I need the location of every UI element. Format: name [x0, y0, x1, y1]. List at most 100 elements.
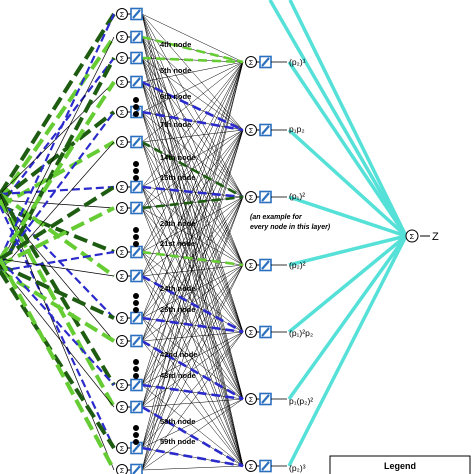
- node-label-42nd: 42nd node: [160, 350, 198, 359]
- sigma-glyph: Σ: [120, 12, 125, 19]
- hidden-connection-line-10-0: [141, 61, 244, 319]
- sigma-glyph: Σ: [249, 60, 254, 67]
- hidden-connection-line-7-0: [141, 61, 244, 209]
- hidden-to-second-connection-lines: [141, 13, 244, 471]
- input-connection-line-17: [0, 36, 115, 266]
- sigma-glyph: Σ: [249, 195, 254, 202]
- sigma-glyph: Σ: [249, 397, 254, 404]
- hidden-neuron-8: Σ: [116, 245, 143, 259]
- ellipsis-dot: [133, 300, 139, 306]
- input-connection-line-1: [0, 35, 116, 202]
- hidden-connection-line-14-1: [141, 129, 244, 449]
- ellipsis-dot: [133, 241, 139, 247]
- hidden-connection-line-14-5: [141, 398, 244, 449]
- ellipsis-dot: [133, 373, 139, 379]
- hidden-connection-line-15-6: [141, 465, 244, 471]
- hidden-neuron-10: Σ: [116, 311, 143, 325]
- output-connection-line-top-0: [288, 0, 408, 237]
- second-to-output-connection-lines: [268, 0, 408, 467]
- hidden-accent-line-4: [141, 195, 244, 210]
- annotation-line-2: every node in this layer): [250, 224, 331, 231]
- ellipsis-dot: [133, 168, 139, 174]
- output-label-p1sq-p2: (p₁)²p₂: [289, 328, 313, 338]
- activation-slope: [132, 402, 141, 412]
- hidden-neuron-2: Σ: [116, 51, 143, 65]
- hidden-connection-line-2-2: [141, 57, 244, 198]
- activation-slope: [261, 260, 270, 270]
- vertical-ellipsis-icon: [133, 359, 139, 379]
- ellipsis-dot: [133, 307, 139, 313]
- hidden-connection-line-12-4: [141, 331, 244, 386]
- hidden-accent-line-0: [141, 80, 244, 132]
- hidden-connection-line-9-3: [141, 264, 244, 277]
- sigma-glyph: Σ: [249, 263, 254, 270]
- node-label-7th: 7th node: [160, 120, 191, 129]
- input-connection-line-18: [0, 57, 116, 272]
- output-label-p2-squared: (p₂)²: [289, 260, 306, 270]
- hidden-neuron-11: Σ: [116, 334, 143, 348]
- output-connection-line-6: [287, 235, 408, 467]
- hidden-connection-line-3-2: [141, 81, 244, 198]
- activation-slope: [132, 313, 141, 323]
- activation-slope: [261, 394, 270, 404]
- hidden-connection-line-15-3: [141, 264, 244, 471]
- hidden-accent-line-6: [141, 274, 244, 334]
- sigma-glyph: Σ: [120, 206, 125, 213]
- hidden-connection-line-8-6: [141, 251, 244, 467]
- hidden-connection-line-15-4: [141, 331, 244, 471]
- hidden-connection-line-3-0: [141, 61, 244, 83]
- hidden-neuron-12: Σ: [116, 378, 143, 392]
- activation-slope: [261, 192, 270, 202]
- output-label-p2: (p₂)¹: [289, 57, 306, 67]
- input-connection-line-21: [0, 141, 115, 272]
- legend-box: Legend: [329, 455, 471, 474]
- hidden-accent-line-1: [141, 110, 244, 132]
- ellipsis-dot: [133, 227, 139, 233]
- hidden-connection-line-0-0: [141, 13, 244, 63]
- hidden-connection-line-15-1: [141, 129, 244, 471]
- hidden-neuron-6: Σ: [116, 180, 143, 194]
- input-connection-line-26: [0, 263, 115, 320]
- hidden-connection-line-6-4: [141, 186, 244, 333]
- legend-frame: [329, 455, 471, 474]
- hidden-connection-line-6-3: [141, 186, 244, 266]
- input-connection-line-28: [0, 258, 115, 386]
- hidden-neuron-13: Σ: [116, 400, 143, 414]
- input-connection-line-20: [0, 111, 115, 266]
- output-label-p1p2: p₁p₂: [289, 124, 305, 134]
- input-connection-line-22: [0, 185, 116, 261]
- vertical-ellipsis-icon: [133, 425, 139, 445]
- sigma-glyph: Σ: [249, 330, 254, 337]
- sigma-glyph: Σ: [120, 316, 125, 323]
- sigma-glyph: Σ: [120, 80, 125, 87]
- hidden-accent-line-7: [141, 316, 244, 334]
- hidden-connection-line-1-3: [141, 36, 244, 266]
- node-label-24th: 24th node: [160, 284, 195, 293]
- node-label-58th: 58th node: [160, 417, 195, 426]
- vertical-ellipsis-icon: [133, 293, 139, 313]
- node-label-59th: 59th node: [160, 437, 195, 446]
- input-connection-line-7: [0, 199, 115, 209]
- hidden-connection-line-12-0: [141, 61, 244, 386]
- node-label-4th: 4th node: [160, 40, 191, 49]
- hidden-connection-line-14-2: [141, 196, 244, 449]
- hidden-accent-line-8: [141, 339, 244, 401]
- activation-slope: [132, 465, 141, 474]
- input-connection-line-19: [0, 80, 116, 261]
- vertical-ellipsis-icon: [133, 97, 139, 117]
- node-label-43rd: 43rd node: [160, 371, 196, 380]
- hidden-connection-line-8-5: [141, 251, 244, 400]
- output-label-p2-cubed: (p₂)³: [289, 463, 306, 473]
- activation-slope: [132, 247, 141, 257]
- sigma-glyph: Σ: [120, 140, 125, 147]
- ellipsis-dot: [133, 366, 139, 372]
- output-summation-icon: [405, 229, 419, 243]
- hidden-connection-line-6-0: [141, 61, 244, 188]
- hidden-connection-line-13-2: [141, 196, 244, 408]
- activation-slope: [132, 336, 141, 346]
- legend-title: Legend: [384, 461, 416, 471]
- hidden-accent-line-13: [141, 446, 244, 468]
- hidden-connection-line-11-1: [141, 129, 244, 342]
- hidden-connection-line-15-2: [141, 196, 244, 471]
